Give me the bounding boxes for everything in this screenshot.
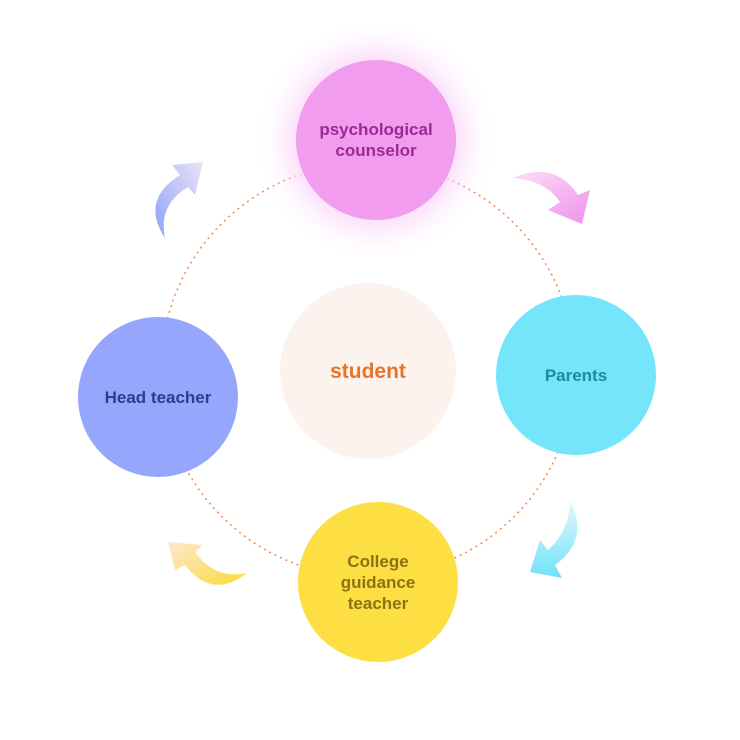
- node-psychological-counselor: psychological counselor: [296, 60, 456, 220]
- node-head-teacher: Head teacher: [78, 317, 238, 477]
- arrow-bottom-left: [168, 542, 247, 585]
- parents-label: Parents: [544, 365, 608, 385]
- guidance-teacher-label: College guidance teacher: [340, 551, 416, 613]
- head-teacher-label: Head teacher: [104, 387, 212, 407]
- node-college-guidance-teacher: College guidance teacher: [298, 502, 458, 662]
- node-parents: Parents: [496, 295, 656, 455]
- arrow-right-bottom: [530, 500, 578, 578]
- counselor-label: psychological counselor: [319, 120, 433, 160]
- student-label: student: [330, 359, 406, 383]
- arrow-left-top: [155, 162, 203, 238]
- arrow-top-right: [512, 171, 590, 224]
- node-student: student: [280, 283, 456, 459]
